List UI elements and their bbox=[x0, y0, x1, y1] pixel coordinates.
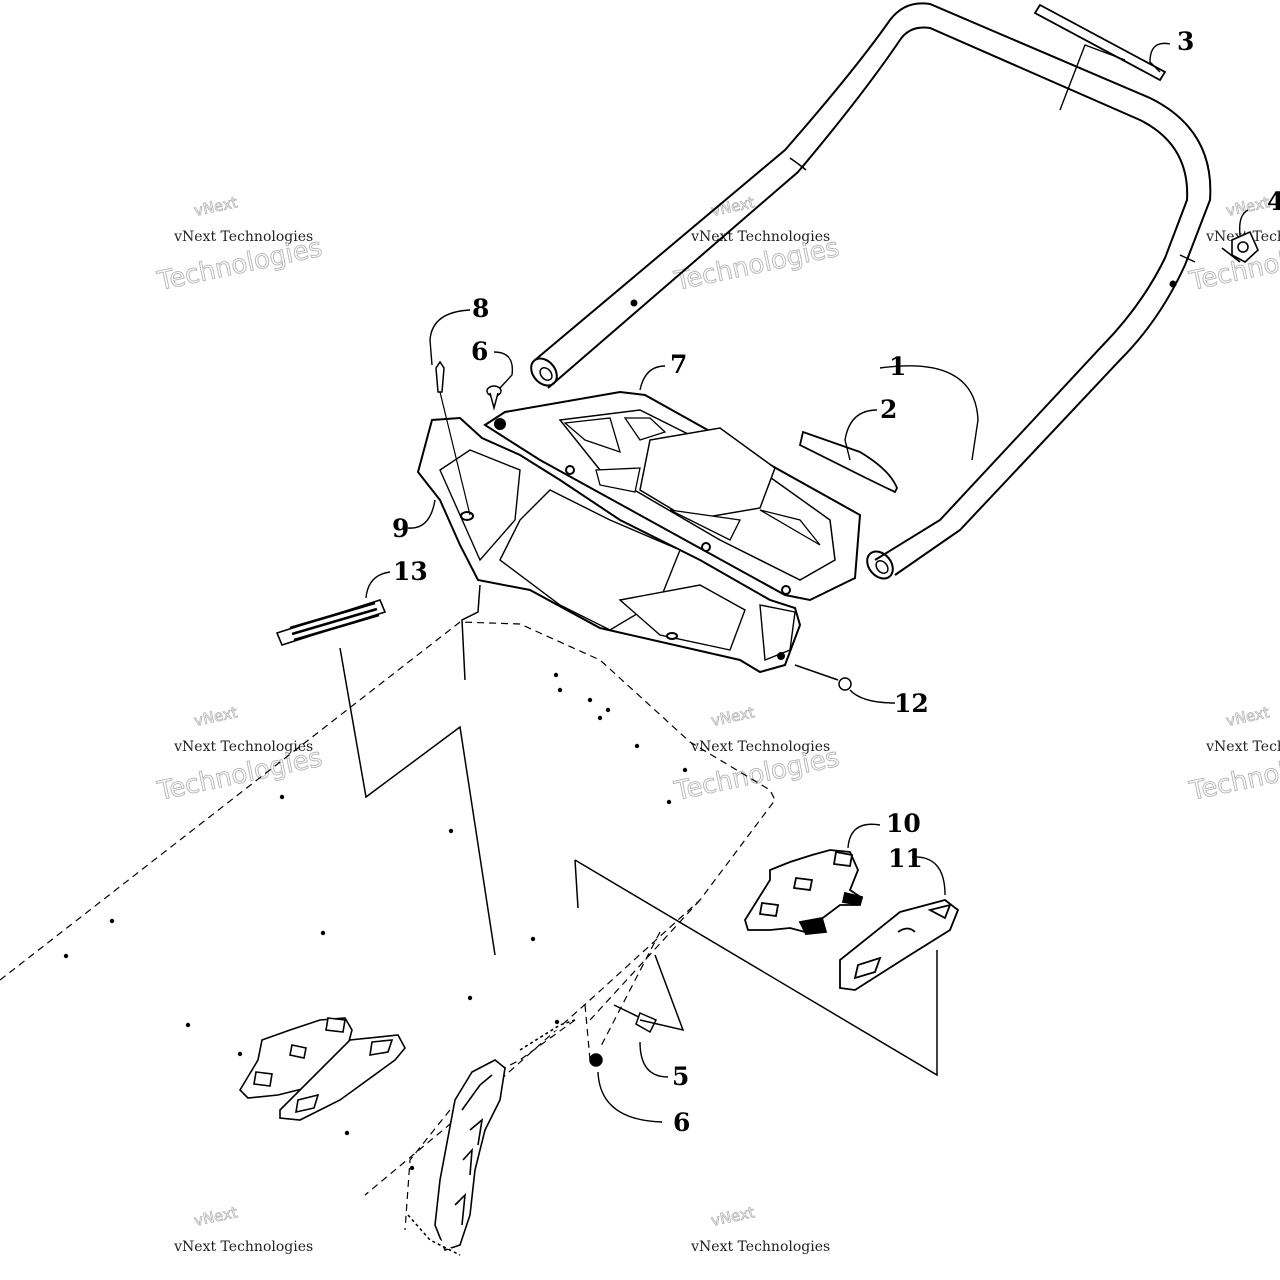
watermark-text-company: vNext Technologies bbox=[173, 229, 313, 245]
leader-12 bbox=[849, 689, 896, 704]
assembly-lines bbox=[339, 584, 938, 1077]
callout-12: 12 bbox=[894, 689, 929, 718]
leader-6-top bbox=[493, 351, 514, 389]
watermark-text-vnext: vNext bbox=[1224, 193, 1271, 220]
body-outline-dashed bbox=[0, 621, 776, 1231]
watermark-text-company: vNext Technologies bbox=[173, 1239, 313, 1255]
watermark: vNext vNext Technologies Technologies bbox=[671, 193, 842, 298]
leader-7 bbox=[639, 365, 666, 391]
watermark: vNext vNext Technologies Technologies bbox=[154, 703, 325, 808]
leader-13 bbox=[365, 571, 391, 599]
callout-labels: 1 2 3 4 5 6 6 7 8 9 10 11 12 13 bbox=[392, 27, 1280, 1137]
watermark-text-company: vNext Technologies bbox=[690, 1239, 830, 1255]
body-rivet-holes bbox=[63, 672, 688, 1171]
grab-bar bbox=[530, 2, 1212, 580]
leader-3 bbox=[1149, 42, 1171, 73]
footrest-10 bbox=[744, 849, 864, 935]
watermark: vNext vNext Technologies Technologies bbox=[154, 193, 325, 298]
callout-4: 4 bbox=[1267, 187, 1280, 216]
callout-13: 13 bbox=[393, 557, 428, 586]
watermark-text-company: vNext Technologies bbox=[690, 739, 830, 755]
callout-6-top: 6 bbox=[471, 337, 488, 366]
callout-8: 8 bbox=[472, 294, 489, 323]
watermark: vNext vNext Technologies Technologies bbox=[671, 703, 842, 808]
callout-3: 3 bbox=[1177, 27, 1194, 56]
watermark-text-vnext: vNext bbox=[192, 193, 239, 220]
label-13 bbox=[275, 599, 387, 646]
leader-8 bbox=[429, 309, 471, 366]
decal-2 bbox=[798, 430, 898, 494]
callout-11: 11 bbox=[888, 844, 923, 873]
leader-11 bbox=[911, 856, 946, 896]
leader-1 bbox=[879, 365, 979, 461]
watermark-group: vNext vNext Technologies Technologies vN… bbox=[154, 193, 1280, 1255]
leader-3b bbox=[1059, 44, 1126, 111]
callout-6-bottom: 6 bbox=[673, 1108, 690, 1137]
leader-6-bottom bbox=[597, 1071, 663, 1123]
callout-2: 2 bbox=[880, 395, 897, 424]
watermark: vNext vNext Technologies bbox=[690, 1203, 830, 1255]
installed-footrest bbox=[238, 1017, 406, 1121]
leader-10 bbox=[847, 823, 881, 849]
leader-9 bbox=[407, 499, 436, 529]
rack-7 bbox=[483, 390, 862, 602]
watermark-text-company: vNext Technologies bbox=[173, 739, 313, 755]
callout-10: 10 bbox=[886, 809, 921, 838]
watermark-text-vnext: vNext bbox=[192, 1203, 239, 1230]
watermark: vNext vNext Technologies Technologies bbox=[1186, 703, 1280, 808]
watermark-text-company: vNext Technologies bbox=[690, 229, 830, 245]
watermark: vNext vNext Technologies Technologies bbox=[1186, 193, 1280, 298]
callout-9: 9 bbox=[392, 514, 409, 543]
watermark-text-vnext: vNext bbox=[709, 1203, 756, 1230]
leader-2 bbox=[844, 409, 878, 461]
callout-7: 7 bbox=[670, 350, 687, 379]
screw-6-top bbox=[486, 385, 502, 411]
rivet-5 bbox=[613, 1004, 658, 1034]
leader-4 bbox=[1238, 209, 1249, 236]
watermark-text-vnext: vNext bbox=[192, 703, 239, 730]
tunnel-detail bbox=[407, 1019, 576, 1256]
watermark-text-company: vNext Technologies bbox=[1205, 739, 1280, 755]
watermark: vNext vNext Technologies bbox=[173, 1203, 313, 1255]
rivet-8 bbox=[435, 360, 471, 516]
watermark-text-vnext: vNext bbox=[1224, 703, 1271, 730]
callout-5: 5 bbox=[672, 1062, 689, 1091]
decal-strip-3 bbox=[1033, 3, 1167, 82]
callout-1: 1 bbox=[889, 352, 906, 381]
leader-lines bbox=[365, 42, 1249, 1123]
clip-4 bbox=[1221, 230, 1259, 263]
tray-9 bbox=[416, 416, 802, 674]
screw-12 bbox=[794, 664, 852, 691]
watermark-text-vnext: vNext bbox=[709, 703, 756, 730]
screw-6-bottom bbox=[589, 1053, 603, 1067]
leader-5 bbox=[639, 1041, 669, 1078]
footrest-11 bbox=[839, 899, 960, 991]
